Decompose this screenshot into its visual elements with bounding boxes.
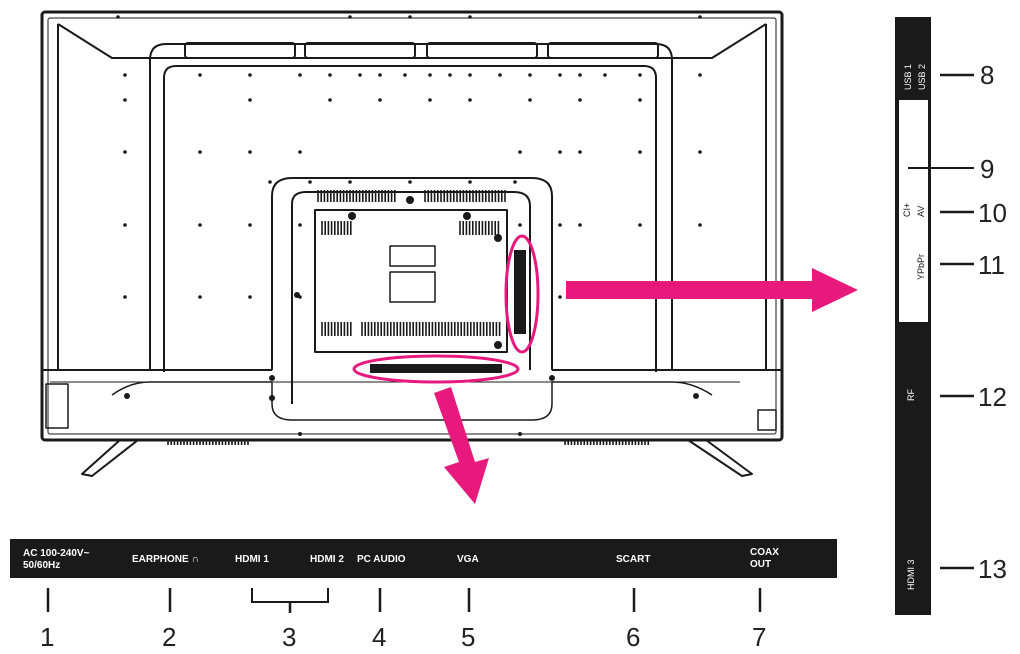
label-coax-line2: OUT bbox=[750, 559, 771, 570]
down-arrow bbox=[434, 387, 489, 504]
label-ac-line2: 50/60Hz bbox=[23, 560, 60, 571]
number-3: 3 bbox=[282, 622, 296, 652]
label-coax-line1: COAX bbox=[750, 547, 779, 558]
bottom-connector-panel: AC 100-240V~ 50/60Hz EARPHONE ∩ HDMI 1 H… bbox=[10, 539, 837, 652]
label-ci: CI+ bbox=[902, 203, 912, 217]
label-earphone: EARPHONE ∩ bbox=[132, 554, 199, 565]
number-2: 2 bbox=[162, 622, 176, 652]
label-hdmi2: HDMI 2 bbox=[310, 554, 344, 565]
label-ac-line1: AC 100-240V~ bbox=[23, 548, 90, 559]
label-ypbpr: YPbPr bbox=[916, 254, 926, 280]
number-8: 8 bbox=[980, 60, 994, 90]
side-panel-window bbox=[899, 100, 928, 322]
label-hdmi1: HDMI 1 bbox=[235, 554, 269, 565]
tv-rear-view bbox=[40, 10, 784, 477]
right-arrow bbox=[566, 268, 858, 312]
label-av: AV bbox=[916, 206, 926, 217]
number-4: 4 bbox=[372, 622, 386, 652]
number-5: 5 bbox=[461, 622, 475, 652]
vent-grilles bbox=[167, 190, 650, 445]
label-usb2: USB 2 bbox=[917, 64, 927, 90]
bottom-leader-lines bbox=[46, 588, 762, 613]
side-leader-lines bbox=[908, 73, 974, 570]
label-scart: SCART bbox=[616, 554, 650, 565]
number-13: 13 bbox=[978, 554, 1007, 584]
side-ports-highlight bbox=[504, 234, 540, 354]
number-12: 12 bbox=[978, 382, 1007, 412]
number-6: 6 bbox=[626, 622, 640, 652]
bottom-ports-highlight bbox=[352, 354, 520, 384]
label-rf: RF bbox=[906, 389, 916, 401]
number-7: 7 bbox=[752, 622, 766, 652]
number-11: 11 bbox=[978, 250, 1005, 280]
bottom-ports-strip bbox=[370, 364, 502, 373]
number-10: 10 bbox=[978, 198, 1007, 228]
label-usb1: USB 1 bbox=[903, 64, 913, 90]
number-1: 1 bbox=[40, 622, 54, 652]
side-connector-panel: USB 1 USB 2 CI+ AV YPbPr RF HDMI 3 8 9 1… bbox=[895, 17, 1007, 615]
label-pc-audio: PC AUDIO bbox=[357, 554, 406, 565]
number-9: 9 bbox=[980, 154, 994, 184]
label-hdmi3: HDMI 3 bbox=[906, 559, 916, 590]
bottom-panel-bar bbox=[10, 539, 837, 578]
side-ports-strip bbox=[514, 250, 526, 334]
label-vga: VGA bbox=[457, 554, 479, 565]
callouts bbox=[352, 234, 858, 504]
